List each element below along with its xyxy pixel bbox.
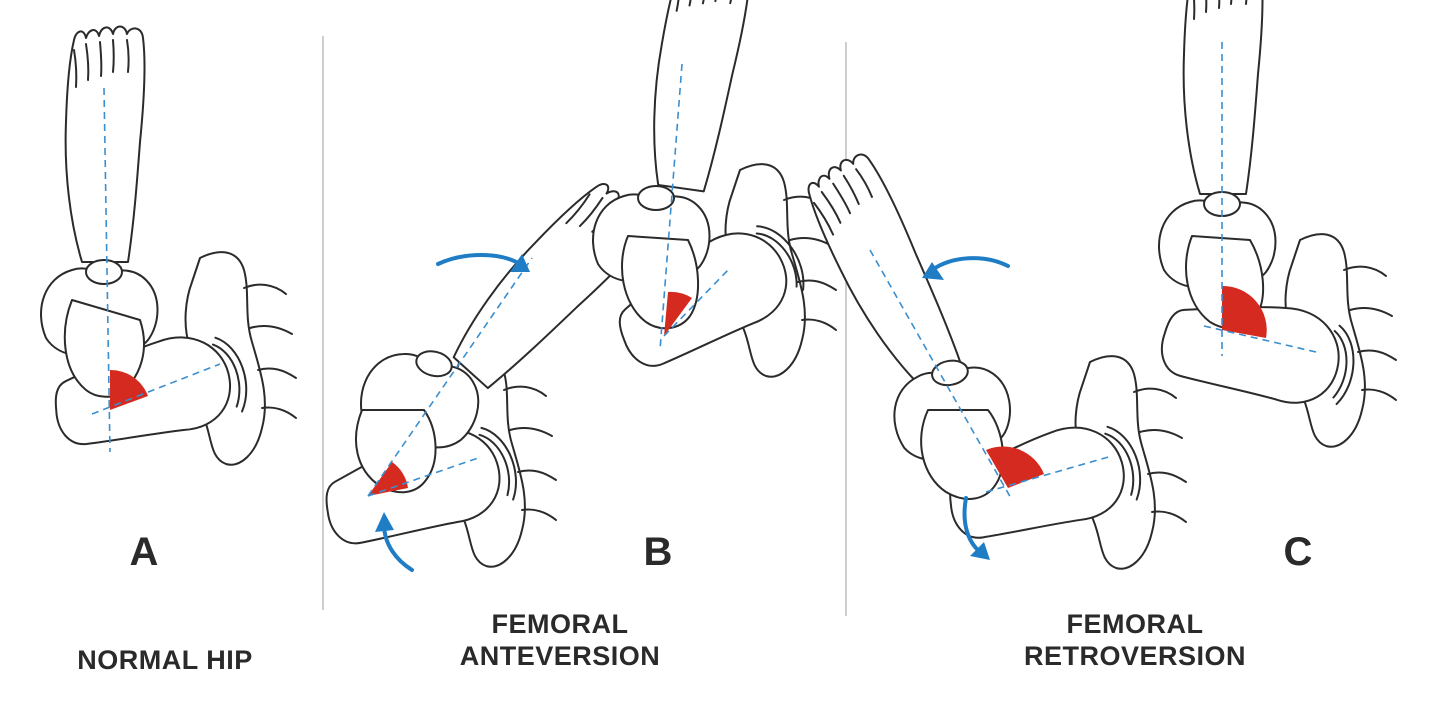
panel-c-caption: FEMORAL RETROVERSION xyxy=(990,608,1280,672)
panel-b-letter: B xyxy=(638,532,678,572)
panel-c-rotated-illustration xyxy=(796,149,1186,569)
panel-c-caption-line-2: RETROVERSION xyxy=(990,640,1280,672)
panel-b-caption: FEMORAL ANTEVERSION xyxy=(420,608,700,672)
panel-a-caption: NORMAL HIP xyxy=(40,644,290,676)
panel-a-illustration xyxy=(41,27,296,465)
panel-c-letter: C xyxy=(1278,532,1318,572)
panel-b-upright-illustration xyxy=(593,0,836,385)
panel-c-upright-illustration xyxy=(1157,0,1396,447)
panel-c-caption-line-1: FEMORAL xyxy=(990,608,1280,640)
panel-b-caption-line-1: FEMORAL xyxy=(420,608,700,640)
panel-a-caption-line-1: NORMAL HIP xyxy=(40,644,290,676)
panel-b-caption-line-2: ANTEVERSION xyxy=(420,640,700,672)
panel-a-letter: A xyxy=(124,532,164,572)
